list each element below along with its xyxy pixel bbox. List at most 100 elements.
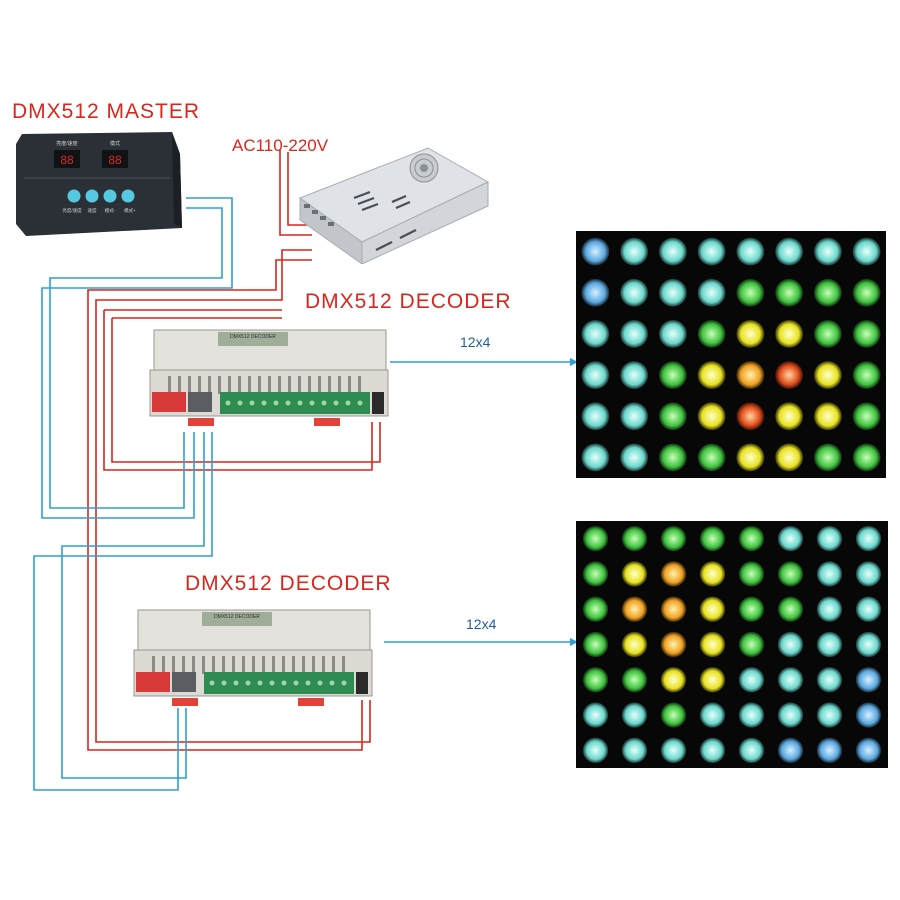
master-button-caption-4: 模式+ <box>124 207 136 214</box>
power-wire-c <box>87 259 363 751</box>
led-dot <box>581 361 610 390</box>
power-wire-e <box>103 310 373 471</box>
power-wire-f <box>111 318 381 463</box>
decoder-2-output-ratio: 12x4 <box>466 616 497 632</box>
decoder-1-dip-switch[interactable] <box>152 392 186 412</box>
master-button-caption-1: 亮度/速度 <box>62 207 82 214</box>
decoder-2-rj45-port <box>172 672 196 692</box>
led-dot <box>658 402 687 431</box>
master-button-caption-2: 速度 <box>88 207 97 214</box>
dmx512-decoder-2: DMX512 DECODER <box>133 609 373 706</box>
led-dot <box>697 402 726 431</box>
led-dot <box>816 667 843 693</box>
arrow-to-panel-1 <box>570 358 578 366</box>
led-dot <box>775 402 804 431</box>
led-dot <box>581 319 610 348</box>
led-dot <box>852 361 881 390</box>
led-dot <box>620 361 649 390</box>
led-dot <box>582 525 609 552</box>
led-dot <box>777 667 804 693</box>
led-dot <box>855 631 882 658</box>
master-button-3[interactable] <box>103 189 117 203</box>
led-dot <box>813 361 842 390</box>
led-dot <box>658 319 687 348</box>
led-dot <box>777 596 804 622</box>
power-supply-label: AC110-220V <box>232 136 329 155</box>
led-dot <box>855 737 882 764</box>
led-dot <box>738 667 765 693</box>
led-dot <box>581 402 610 431</box>
master-display-right: 88 <box>108 153 122 167</box>
led-dot <box>738 737 765 764</box>
signal-wire-b <box>49 207 223 509</box>
led-dot <box>658 361 687 390</box>
led-dot <box>775 278 804 307</box>
led-dot <box>697 319 726 348</box>
master-button-caption-3: 模式- <box>105 207 116 214</box>
led-dot <box>699 631 726 658</box>
master-caption-left: 亮度/速度 <box>56 140 77 147</box>
led-dot <box>699 561 726 587</box>
decoder-2-dip-switch[interactable] <box>136 672 170 692</box>
led-dot <box>658 237 687 266</box>
led-dot <box>777 561 804 587</box>
master-button-2[interactable] <box>85 189 99 203</box>
signal-wire-c <box>61 432 205 779</box>
led-dot <box>582 631 609 658</box>
decoder-1-board-title: DMX512 DECODER <box>230 334 276 340</box>
decoder-2-label: DMX512 DECODER <box>185 572 392 595</box>
led-dot <box>813 237 842 266</box>
led-dot <box>738 525 765 552</box>
led-dot <box>621 525 648 552</box>
led-dot <box>852 443 881 472</box>
led-dot <box>660 631 687 658</box>
led-dot <box>736 361 765 390</box>
led-dot <box>855 525 882 552</box>
led-dot <box>660 561 687 587</box>
led-dot <box>660 525 687 552</box>
signal-wire-a <box>41 197 233 519</box>
signal-wires <box>33 197 570 791</box>
led-dot <box>658 443 687 472</box>
decoder-1-terminal-block <box>220 392 370 414</box>
signal-wire-d <box>33 432 213 791</box>
led-dot <box>621 631 648 658</box>
power-wires <box>87 150 381 751</box>
led-dot <box>620 443 649 472</box>
led-dot <box>697 361 726 390</box>
led-dot <box>738 631 765 658</box>
led-dot <box>697 237 726 266</box>
power-wire-d <box>95 249 371 743</box>
led-dot <box>816 561 843 587</box>
decoder-1-output-ratio: 12x4 <box>460 334 491 350</box>
led-dot <box>697 443 726 472</box>
led-dot <box>852 402 881 431</box>
dmx512-master-controller: 88 88 亮度/速度 模式 亮度/速度 速度 模式- 模式+ <box>16 132 182 236</box>
led-dot <box>582 667 609 693</box>
led-dot <box>852 237 881 266</box>
led-dot <box>697 278 726 307</box>
led-dot <box>855 561 882 587</box>
led-dot <box>581 237 610 266</box>
led-dot <box>777 631 804 658</box>
led-dot <box>813 443 842 472</box>
led-dot <box>736 237 765 266</box>
power-wire-b <box>287 152 312 226</box>
led-dot <box>660 596 687 622</box>
led-dot <box>736 443 765 472</box>
led-dot <box>620 319 649 348</box>
led-dot <box>699 667 726 693</box>
decoder-1-label: DMX512 DECODER <box>305 290 512 313</box>
decoder-2-board-title: DMX512 DECODER <box>214 614 260 620</box>
led-dot <box>582 596 609 622</box>
master-button-1[interactable] <box>67 189 81 203</box>
power-supply-unit <box>298 147 490 264</box>
master-button-4[interactable] <box>121 189 135 203</box>
led-dot <box>620 278 649 307</box>
led-dot <box>816 596 843 622</box>
led-dot <box>582 737 609 764</box>
master-caption-right: 模式 <box>110 140 120 147</box>
led-dot <box>852 319 881 348</box>
led-dot <box>699 596 726 622</box>
